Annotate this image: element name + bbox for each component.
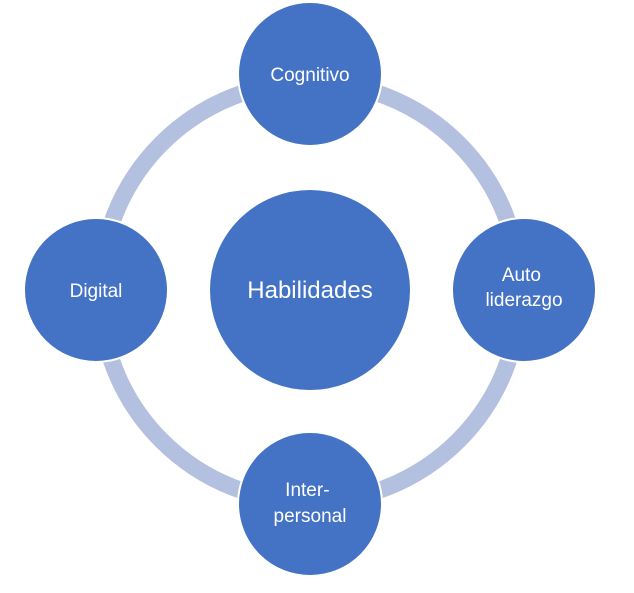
node-auto-liderazgo-label-line1: Auto [502,265,541,286]
node-interpersonal-label-line2: personal [274,506,347,527]
node-interpersonal: Inter- personal [237,431,383,577]
node-cognitivo: Cognitivo [237,1,383,147]
node-interpersonal-label-line1: Inter- [285,480,329,501]
svg-text:Auto liderazgo: Auto liderazgo [485,265,562,311]
center-node: Habilidades [208,188,412,392]
node-digital-circle [23,217,169,363]
node-auto-liderazgo: Auto liderazgo [451,217,597,363]
node-digital-label: Digital [70,281,123,302]
svg-text:Cognitivo: Cognitivo [270,65,349,86]
node-auto-liderazgo-circle [451,217,597,363]
node-cognitivo-label: Cognitivo [270,65,349,86]
node-digital: Digital [23,217,169,363]
center-circle [208,188,412,392]
node-auto-liderazgo-label-line2: liderazgo [485,290,562,311]
svg-text:Inter- personal: Inter- personal [274,480,347,527]
svg-text:Digital: Digital [70,281,123,302]
node-interpersonal-circle [237,431,383,577]
node-cognitivo-circle [237,1,383,147]
center-label: Habilidades [247,277,372,304]
